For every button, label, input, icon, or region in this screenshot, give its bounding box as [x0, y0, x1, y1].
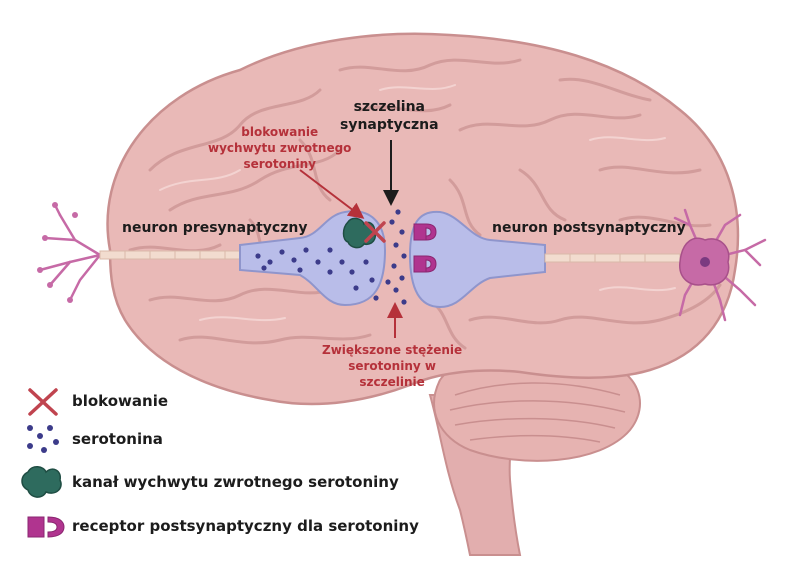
concentration-label: Zwiększone stężenie serotoniny w szczeli…	[322, 342, 462, 390]
legend-blocking-text: blokowanie	[72, 392, 169, 410]
cleft-label: szczelina synaptyczna	[340, 98, 439, 134]
cleft-label-line-1: szczelina	[353, 99, 425, 115]
legend-channel-text: kanał wychwytu zwrotnego serotoniny	[72, 473, 399, 491]
cleft-label-line-2: synaptyczna	[340, 117, 439, 133]
neuron-nucleus	[700, 257, 710, 267]
blocking-label: blokowanie wychwytu zwrotnego serotoniny	[208, 124, 351, 172]
legend-receptor-text: receptor postsynaptyczny dla serotoniny	[72, 517, 419, 535]
legend-reuptake-channel-icon	[21, 466, 62, 498]
legend-serotonin-text: serotonina	[72, 430, 163, 448]
postsynaptic-axon	[544, 253, 681, 263]
postsynaptic-label: neuron postsynaptyczny	[492, 220, 686, 236]
reuptake-channel-icon	[342, 217, 376, 249]
receptor-icon	[413, 223, 437, 273]
brain-highlights	[159, 84, 676, 322]
concentration-label-line-1: Zwiększone stężenie	[322, 343, 463, 357]
legend-block-x-icon	[28, 388, 58, 416]
postsynaptic-terminal	[408, 210, 546, 309]
blocking-label-line-2: wychwytu zwrotnego	[208, 141, 352, 155]
blocking-label-line-1: blokowanie	[241, 125, 319, 139]
serotonin-molecules	[255, 209, 407, 305]
presynaptic-dendrites	[38, 203, 102, 302]
postsynaptic-neuron-body	[673, 208, 767, 322]
block-x-icon	[364, 221, 386, 243]
presynaptic-label: neuron presynaptyczny	[122, 220, 308, 236]
blocking-label-line-3: serotoniny	[243, 157, 316, 171]
presynaptic-axon	[99, 250, 251, 260]
legend-serotonin-dots-icon	[27, 425, 59, 453]
cerebellum-folds	[449, 382, 626, 443]
concentration-label-line-3: szczelinie	[359, 375, 425, 389]
concentration-label-line-2: serotoniny w	[348, 359, 436, 373]
dendrite-tips	[37, 202, 78, 303]
legend-receptor-icon	[27, 516, 65, 538]
blocking-arrow	[299, 169, 365, 219]
